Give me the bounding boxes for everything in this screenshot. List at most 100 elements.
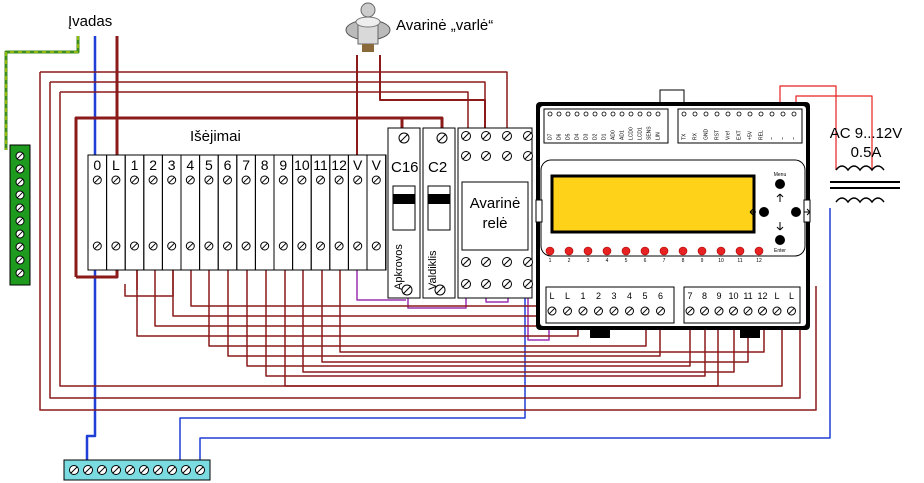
- terminal-screw-bottom: [260, 241, 270, 251]
- terminal-screw-bottom: [223, 241, 232, 251]
- output-button[interactable]: [697, 246, 707, 256]
- ground-bar: [9, 144, 31, 286]
- pin-label: LCD0: [629, 127, 635, 140]
- output-button-number: 4: [606, 258, 609, 264]
- ground-screw: [15, 177, 25, 187]
- terminal-screw-bottom: [185, 241, 195, 251]
- controller-terminal-label: 3: [611, 291, 616, 301]
- pin-label: D5: [566, 133, 572, 140]
- breaker-c2[interactable]: [422, 127, 456, 299]
- pin-label: REL: [759, 130, 765, 140]
- terminal-label: 9: [279, 157, 287, 173]
- outputs-label: Išėjimai: [190, 128, 241, 145]
- arrow-icon: [806, 208, 811, 213]
- arrow-icon: [779, 193, 784, 198]
- controller-terminal-label: L: [774, 291, 779, 301]
- nav-button[interactable]: [775, 179, 785, 189]
- pin-label: GND: [704, 129, 710, 141]
- relay-feed-1: [40, 71, 508, 135]
- output-button[interactable]: [678, 246, 688, 256]
- output-button-number: 7: [663, 258, 666, 264]
- terminal-screw-top: [111, 175, 121, 185]
- neutral-screw: [167, 465, 177, 475]
- out-wire-12: [339, 248, 765, 353]
- relay-screw-bottom: [502, 257, 512, 267]
- lcd-display: [550, 174, 756, 234]
- terminal-label: L: [112, 157, 120, 173]
- controller-terminal-screw: [787, 306, 796, 316]
- output-button[interactable]: [583, 246, 593, 256]
- neutral-to-transformer: [199, 208, 831, 470]
- breaker-c2-caption: Valdiklis: [427, 250, 439, 290]
- nav-button[interactable]: [791, 207, 801, 217]
- ac-wire-1: [779, 85, 837, 170]
- ground-screw: [15, 151, 25, 161]
- output-button[interactable]: [659, 246, 669, 256]
- output-button[interactable]: [564, 246, 574, 256]
- out-wire-8: [265, 248, 706, 377]
- breaker-c16[interactable]: [387, 127, 421, 299]
- terminal-screw-top: [260, 175, 270, 185]
- output-button[interactable]: [754, 246, 764, 256]
- output-button[interactable]: [735, 246, 745, 256]
- pin-label: EXT: [737, 130, 743, 140]
- neutral-screw: [195, 465, 205, 475]
- arrow-icon: [749, 208, 754, 213]
- ground-screw: [15, 242, 25, 252]
- pin-label: AD1: [620, 130, 626, 140]
- ground-wire: [4, 36, 80, 150]
- terminal-label: 12: [331, 157, 347, 173]
- terminal-label: 8: [261, 157, 269, 173]
- terminal-label: 5: [205, 157, 213, 173]
- terminal-screw-bottom: [111, 241, 121, 251]
- relay-screw-top: [502, 131, 512, 141]
- output-button[interactable]: [716, 246, 726, 256]
- terminal-screw-bottom: [92, 241, 102, 251]
- terminal-screw-bottom: [297, 241, 307, 251]
- output-button[interactable]: [621, 246, 631, 256]
- relay-screw-top: [502, 151, 512, 161]
- output-button-number: 6: [644, 258, 647, 264]
- relay-feed-4: [60, 91, 469, 135]
- controller-terminal-screw: [700, 306, 709, 316]
- pin-label: D6: [557, 133, 563, 140]
- controller-terminal-label: 12: [757, 291, 767, 301]
- pin-label: TX: [682, 133, 688, 140]
- transformer-label-line1: AC 9...12V: [830, 125, 903, 142]
- controller-terminal-screw: [743, 306, 753, 316]
- pin-label: SENS: [647, 126, 653, 140]
- terminal-label: V: [372, 157, 382, 173]
- terminal-screw-top: [316, 175, 325, 185]
- output-button[interactable]: [640, 246, 650, 256]
- relay-screw-bottom: [481, 257, 491, 267]
- breaker-c2-rating: C2: [428, 159, 447, 176]
- output-button[interactable]: [602, 246, 612, 256]
- controller-terminal-screw: [563, 306, 572, 316]
- ground-screws: [15, 151, 25, 278]
- controller-terminal-screw: [594, 306, 603, 316]
- out-wire-6: [227, 248, 661, 357]
- terminal-screw-top: [148, 175, 158, 185]
- terminal-screw-top: [241, 175, 251, 185]
- controller-terminal-label: 4: [627, 291, 632, 301]
- nav-button[interactable]: [759, 207, 769, 217]
- nav-button[interactable]: [775, 235, 785, 245]
- output-button-number: 5: [625, 258, 628, 264]
- terminal-screw-bottom: [371, 241, 381, 251]
- relay-screw-bottom: [461, 279, 471, 289]
- controller-terminal-screw: [578, 306, 588, 316]
- terminal-screw-top: [223, 175, 232, 185]
- output-button-number: 3: [587, 258, 590, 264]
- relay-screws: [461, 131, 533, 289]
- terminal-label: 1: [131, 157, 139, 173]
- pin-label: ~: [770, 137, 776, 140]
- alarm-sensor-icon: [345, 2, 391, 52]
- pin-label: D3: [584, 133, 590, 140]
- pin-label: LCD1: [638, 127, 644, 140]
- output-button[interactable]: [545, 246, 555, 256]
- controller-terminal-label: 6: [658, 291, 663, 301]
